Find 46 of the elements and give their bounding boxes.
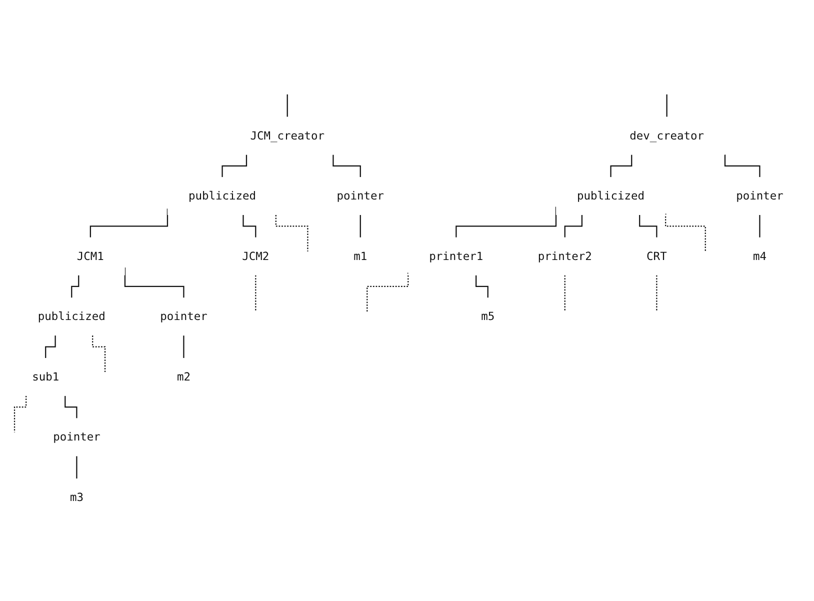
connector <box>76 456 78 480</box>
connector <box>639 214 658 238</box>
connector <box>45 336 56 359</box>
connector <box>665 214 706 252</box>
node-text: dev_creator <box>630 128 704 142</box>
connector <box>759 214 760 238</box>
node-text: m4 <box>752 249 766 263</box>
connector <box>275 214 308 252</box>
node-text: printer2 <box>538 249 592 263</box>
node-text: JCM1 <box>76 249 104 263</box>
connector <box>666 94 668 118</box>
node-text: pointer <box>336 189 384 202</box>
connector <box>656 275 658 312</box>
node-text: pointer <box>53 430 100 444</box>
connector <box>724 154 760 178</box>
node-text: pointer <box>736 189 784 202</box>
connector <box>366 272 409 312</box>
node-text: m1 <box>354 249 368 263</box>
connector <box>286 94 288 118</box>
connector <box>92 336 106 373</box>
node-text: JCM_creator <box>250 128 324 142</box>
node-text: printer1 <box>429 249 484 263</box>
connector <box>71 275 80 298</box>
node-text: publicized <box>188 189 256 202</box>
connector <box>564 214 583 238</box>
connector <box>564 275 566 312</box>
connector <box>242 214 256 238</box>
node-text: sub1 <box>32 370 60 384</box>
node-text: publicized <box>577 189 645 202</box>
connector <box>222 154 248 178</box>
connector <box>14 396 27 433</box>
connector <box>124 268 184 298</box>
node-text: m2 <box>176 370 190 384</box>
connector <box>360 214 361 238</box>
node-text: m5 <box>481 310 495 323</box>
connector <box>476 275 488 298</box>
node-text: pointer <box>160 310 208 323</box>
connector <box>332 154 361 178</box>
connector <box>183 336 184 359</box>
connector <box>64 396 78 419</box>
node-text: publicized <box>38 310 106 323</box>
connector <box>610 154 632 178</box>
node-text: m3 <box>70 490 84 504</box>
connector <box>255 275 256 312</box>
node-text: CRT <box>646 249 667 263</box>
node-text: JCM2 <box>242 249 270 263</box>
